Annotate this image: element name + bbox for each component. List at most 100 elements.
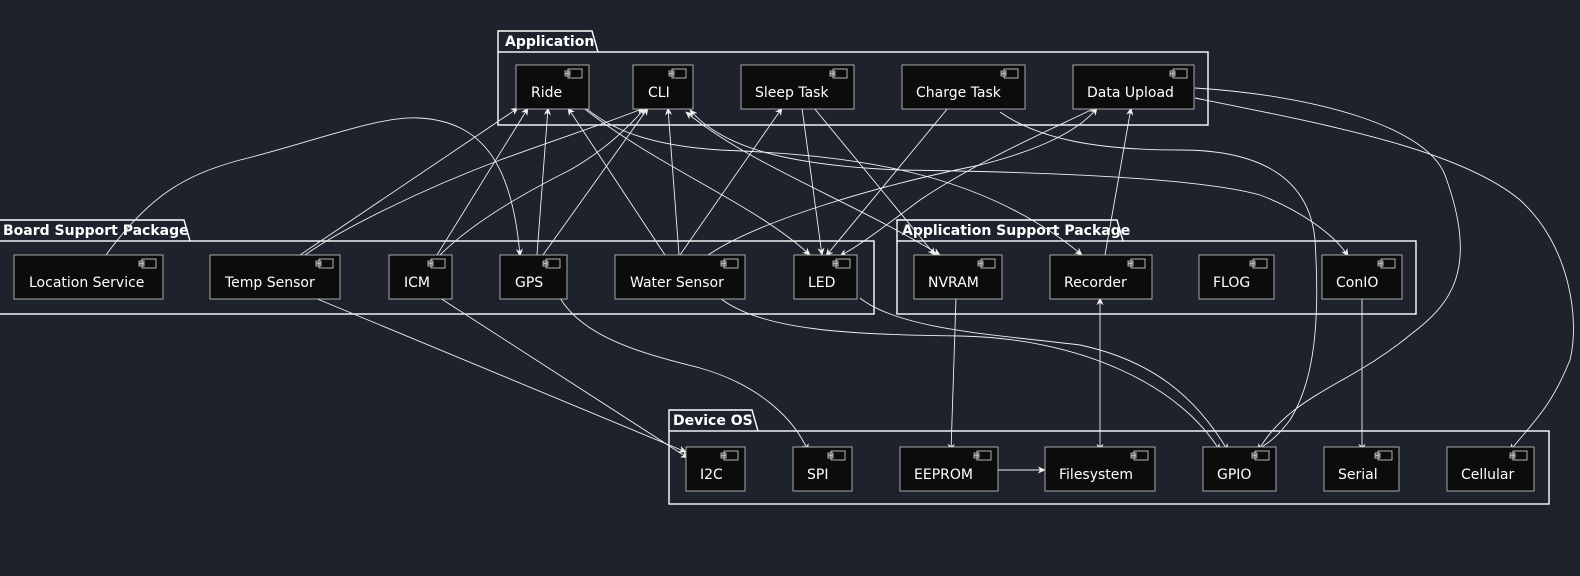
component-serial[interactable]: Serial [1323, 446, 1400, 492]
edge-gps-to-cli [542, 107, 649, 256]
component-icon [973, 450, 992, 461]
edge-water-sensor-to-gpio [719, 297, 1221, 452]
package-title-application: Application [505, 34, 594, 50]
edge-led-to-gpio [859, 297, 1229, 452]
component-icon [564, 68, 583, 79]
component-icon [315, 258, 334, 269]
component-label: Data Upload [1087, 85, 1174, 101]
edge-temp-sensor-to-ride [299, 107, 519, 256]
component-conio[interactable]: ConIO [1321, 254, 1403, 300]
component-eeprom[interactable]: EEPROM [899, 446, 999, 492]
edge-sleep-task-to-nvram [813, 107, 936, 256]
component-label: Sleep Task [755, 85, 829, 101]
component-temp-sensor[interactable]: Temp Sensor [209, 254, 341, 300]
component-i2c[interactable]: I2C [685, 446, 746, 492]
component-location-service[interactable]: Location Service [13, 254, 164, 300]
component-icon [427, 258, 446, 269]
component-label: ICM [404, 275, 430, 291]
component-label: Recorder [1064, 275, 1127, 291]
component-recorder[interactable]: Recorder [1049, 254, 1153, 300]
edge-icm-to-cli [439, 107, 646, 256]
edge-cli-to-conio [689, 109, 1349, 257]
component-gps[interactable]: GPS [499, 254, 568, 300]
component-icm[interactable]: ICM [388, 254, 453, 300]
edge-temp-sensor-to-i2c [314, 297, 687, 453]
package-tab [497, 30, 599, 53]
package-frame [0, 240, 875, 315]
component-filesystem[interactable]: Filesystem [1044, 446, 1156, 492]
component-data-upload[interactable]: Data Upload [1072, 64, 1195, 110]
package-tab [0, 219, 191, 242]
component-label: Location Service [29, 275, 144, 291]
component-icon [977, 258, 996, 269]
edge-water-sensor-to-sleep-task [679, 107, 783, 256]
component-label: EEPROM [914, 467, 973, 483]
component-icon [138, 258, 157, 269]
edge-sleep-task-to-led [801, 107, 825, 256]
edge-recorder-to-data-upload [1104, 107, 1134, 256]
component-icon [1374, 450, 1393, 461]
component-label: Temp Sensor [224, 275, 315, 291]
edge-icm-to-i2c [439, 297, 689, 459]
component-label: Cellular [1461, 467, 1515, 483]
edge-water-sensor-to-cli [664, 107, 680, 256]
component-label: FLOG [1213, 275, 1250, 291]
package-board-support: Board Support Package [0, 219, 875, 315]
component-label: CLI [648, 85, 670, 101]
edge-gps-to-ride [536, 107, 552, 256]
component-icon [542, 258, 561, 269]
edge-charge-task-to-gpio [999, 111, 1318, 452]
component-icon [1127, 258, 1146, 269]
component-gpio[interactable]: GPIO [1202, 446, 1277, 492]
edge-charge-task-to-led [825, 107, 949, 257]
edge-cli-to-nvram [685, 111, 941, 256]
component-icon [1130, 450, 1149, 461]
component-icon [668, 68, 687, 79]
component-icon [832, 258, 851, 269]
component-cli[interactable]: CLI [632, 64, 694, 110]
component-icon [829, 68, 848, 79]
component-spi[interactable]: SPI [792, 446, 853, 492]
edge-ride-to-led [569, 96, 811, 256]
package-frame [668, 430, 1550, 505]
component-icon [1251, 450, 1270, 461]
edge-data-upload-to-gpio [1194, 87, 1461, 452]
component-ride[interactable]: Ride [515, 64, 590, 110]
edge-location-service-to-ride [105, 117, 523, 257]
package-device-os: Device OS [668, 409, 1550, 505]
component-icon [1169, 68, 1188, 79]
package-title-asp: Application Support Package [902, 223, 1130, 239]
component-label: Charge Task [916, 85, 1002, 101]
component-icon [720, 450, 739, 461]
component-icon [720, 258, 739, 269]
edge-nvram-to-eeprom [947, 297, 957, 452]
component-label: Filesystem [1059, 467, 1133, 483]
edge-water-sensor-to-ride [567, 107, 666, 256]
component-water-sensor[interactable]: Water Sensor [614, 254, 746, 300]
component-led[interactable]: LED [793, 254, 858, 300]
component-label: Water Sensor [630, 275, 724, 291]
component-label: Ride [531, 85, 562, 101]
package-title-device-os: Device OS [673, 413, 753, 429]
component-icon [827, 450, 846, 461]
component-sleep-task[interactable]: Sleep Task [740, 64, 855, 110]
component-label: LED [808, 275, 835, 291]
edge-data-upload-to-cellular [1194, 97, 1574, 452]
edge-icm-to-ride [436, 107, 529, 256]
component-label: GPIO [1217, 467, 1251, 483]
component-label: Serial [1338, 467, 1378, 483]
component-cellular[interactable]: Cellular [1446, 446, 1535, 492]
component-icon [1000, 68, 1019, 79]
component-flog[interactable]: FLOG [1198, 254, 1275, 300]
component-label: I2C [700, 467, 723, 483]
component-nvram[interactable]: NVRAM [913, 254, 1003, 300]
package-title-bsp: Board Support Package [3, 223, 189, 239]
component-label: ConIO [1336, 275, 1378, 291]
dependency-edges [105, 87, 1574, 474]
component-icon [1377, 258, 1396, 269]
component-label: NVRAM [928, 275, 979, 291]
component-charge-task[interactable]: Charge Task [901, 64, 1026, 110]
component-icon [1249, 258, 1268, 269]
package-tab [668, 409, 759, 432]
